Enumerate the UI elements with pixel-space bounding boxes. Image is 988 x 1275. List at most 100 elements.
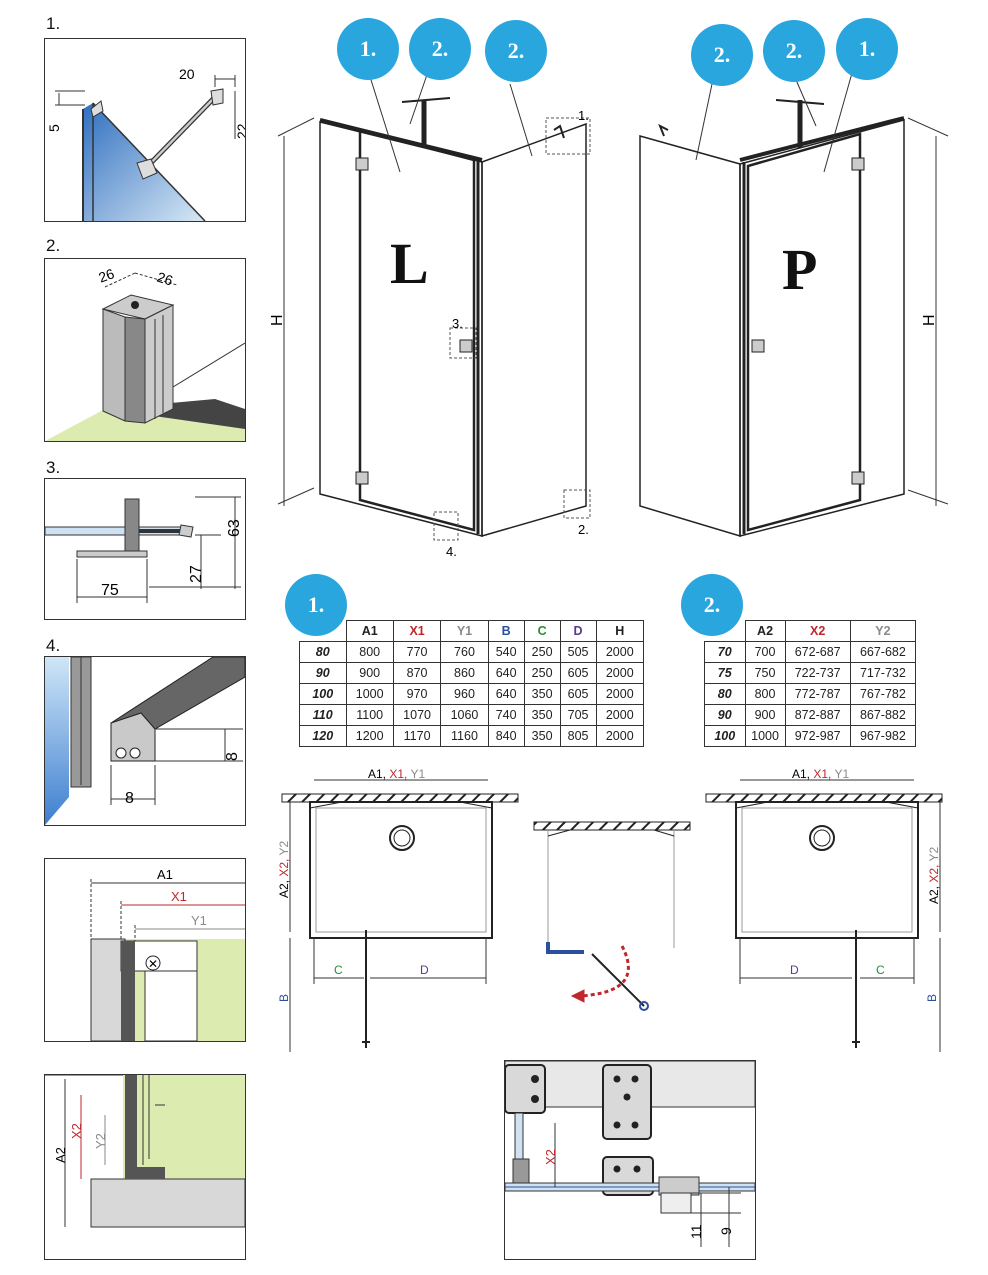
dim-20: 20	[179, 66, 195, 82]
hinge-label-x2: X2	[543, 1149, 558, 1165]
t2-head: X2	[784, 620, 851, 642]
t1-cell: 2000	[595, 725, 645, 747]
t2-cell: 900	[744, 704, 786, 726]
seal-drawing: 8 8	[45, 657, 245, 825]
detail-panel-depth-offsets: A2 X2 Y2	[44, 1074, 246, 1260]
dim-75: 75	[101, 582, 119, 599]
t2-cell: 1000	[744, 725, 786, 747]
t2-cell: 800	[744, 683, 786, 705]
t1-head: X1	[392, 620, 442, 642]
t1-cell: 970	[392, 683, 442, 705]
t2-head: A2	[744, 620, 786, 642]
t2-size: 75	[704, 662, 746, 684]
t2-cell: 750	[744, 662, 786, 684]
t1-cell: 350	[523, 704, 561, 726]
screw-icon: ✕	[148, 957, 158, 971]
t1-cell: 2000	[595, 683, 645, 705]
t1-cell: 1070	[392, 704, 442, 726]
t1-cell: 1100	[345, 704, 394, 726]
left-enclosure-drawing	[277, 63, 591, 541]
right-plan-dim-d: D	[790, 963, 799, 977]
t1-cell: 350	[523, 683, 561, 705]
t2-size: 70	[704, 641, 746, 663]
floor-plans: A1, X1, Y1 A2, X2, Y2 B C D A1, X1, Y1 A…	[277, 767, 943, 1052]
t1-cell: 840	[487, 725, 525, 747]
section-label-2: 2.	[46, 236, 61, 255]
detail-panel-wall-profile: 26 26	[44, 258, 246, 442]
dim-63: 63	[226, 519, 243, 537]
right-floor-plan	[705, 779, 943, 1052]
t1-head: A1	[345, 620, 394, 642]
t1-cell: 505	[559, 641, 597, 663]
right-plan-dim-a1: A1, X1, Y1	[792, 767, 849, 781]
detail-panel-seal: 8 8	[44, 656, 246, 826]
t1-cell: 870	[392, 662, 442, 684]
t1-cell: 350	[523, 725, 561, 747]
label-x1: X1	[171, 889, 187, 904]
callout-3: 3.	[452, 316, 463, 331]
t1-cell: 250	[523, 641, 561, 663]
t2-size: 90	[704, 704, 746, 726]
label-y2: Y2	[93, 1133, 108, 1149]
right-plan-dim-c: C	[876, 963, 885, 977]
wall-bracket-drawing: 20 5 22	[46, 66, 245, 221]
dim-8-bottom: 8	[125, 790, 134, 807]
t2-cell: 667-682	[849, 641, 917, 663]
left-plan-dim-a1: A1, X1, Y1	[368, 767, 425, 781]
t2-cell: 772-787	[784, 683, 851, 705]
t1-cell: 805	[559, 725, 597, 747]
t2-cell: 767-782	[849, 683, 917, 705]
t1-head: Y1	[440, 620, 489, 642]
section-label-3: 3.	[46, 458, 61, 477]
t1-cell: 2000	[595, 704, 645, 726]
t1-cell: 2000	[595, 641, 645, 663]
dim-27: 27	[188, 565, 205, 583]
left-plan-dim-a2: A2, X2, Y2	[277, 841, 291, 898]
t2-cell: 967-982	[849, 725, 917, 747]
t1-cell: 740	[487, 704, 525, 726]
left-plan-dim-c: C	[334, 963, 343, 977]
dim-26-b: 26	[155, 269, 175, 289]
right-enclosure-drawing	[639, 65, 949, 538]
t1-head: H	[595, 620, 645, 642]
isometric-views: H 1. 3. 4. 2. H	[269, 63, 949, 559]
t2-size: 100	[704, 725, 746, 747]
hinge-drawing: X2 11 9	[505, 1061, 755, 1247]
right-plan-dim-a2: A2, X2, Y2	[927, 847, 941, 904]
t1-cell: 540	[487, 641, 525, 663]
t1-cell: 1160	[440, 725, 489, 747]
left-badge-1: 1.	[337, 18, 399, 80]
detail-panel-width-offsets: ✕ A1 X1 Y1	[44, 858, 246, 1042]
wall-profile-drawing: 26 26	[45, 265, 245, 441]
t1-cell: 640	[487, 662, 525, 684]
depth-offsets-drawing: A2 X2 Y2	[45, 1075, 245, 1228]
t2-cell: 717-732	[849, 662, 917, 684]
right-badge-2: 2.	[763, 20, 825, 82]
t1-cell: 1200	[345, 725, 394, 747]
t1-cell: 250	[523, 662, 561, 684]
t2-cell: 867-882	[849, 704, 917, 726]
t1-head: D	[559, 620, 597, 642]
section-label-4: 4.	[46, 636, 61, 655]
left-badge-3: 2.	[485, 20, 547, 82]
left-badge-2: 2.	[409, 18, 471, 80]
t1-head: B	[487, 620, 525, 642]
t2-cell: 972-987	[784, 725, 851, 747]
t1-cell: 605	[559, 662, 597, 684]
left-height-label: H	[269, 314, 286, 326]
handle-drawing: 75 27 63	[45, 496, 243, 603]
dim-22: 22	[234, 123, 245, 139]
label-y1: Y1	[191, 913, 207, 928]
t1-cell: 605	[559, 683, 597, 705]
right-badge-3: 1.	[836, 18, 898, 80]
dim-26-a: 26	[96, 265, 116, 285]
callout-1: 1.	[578, 108, 589, 123]
hinge-dim-9: 9	[718, 1227, 734, 1235]
